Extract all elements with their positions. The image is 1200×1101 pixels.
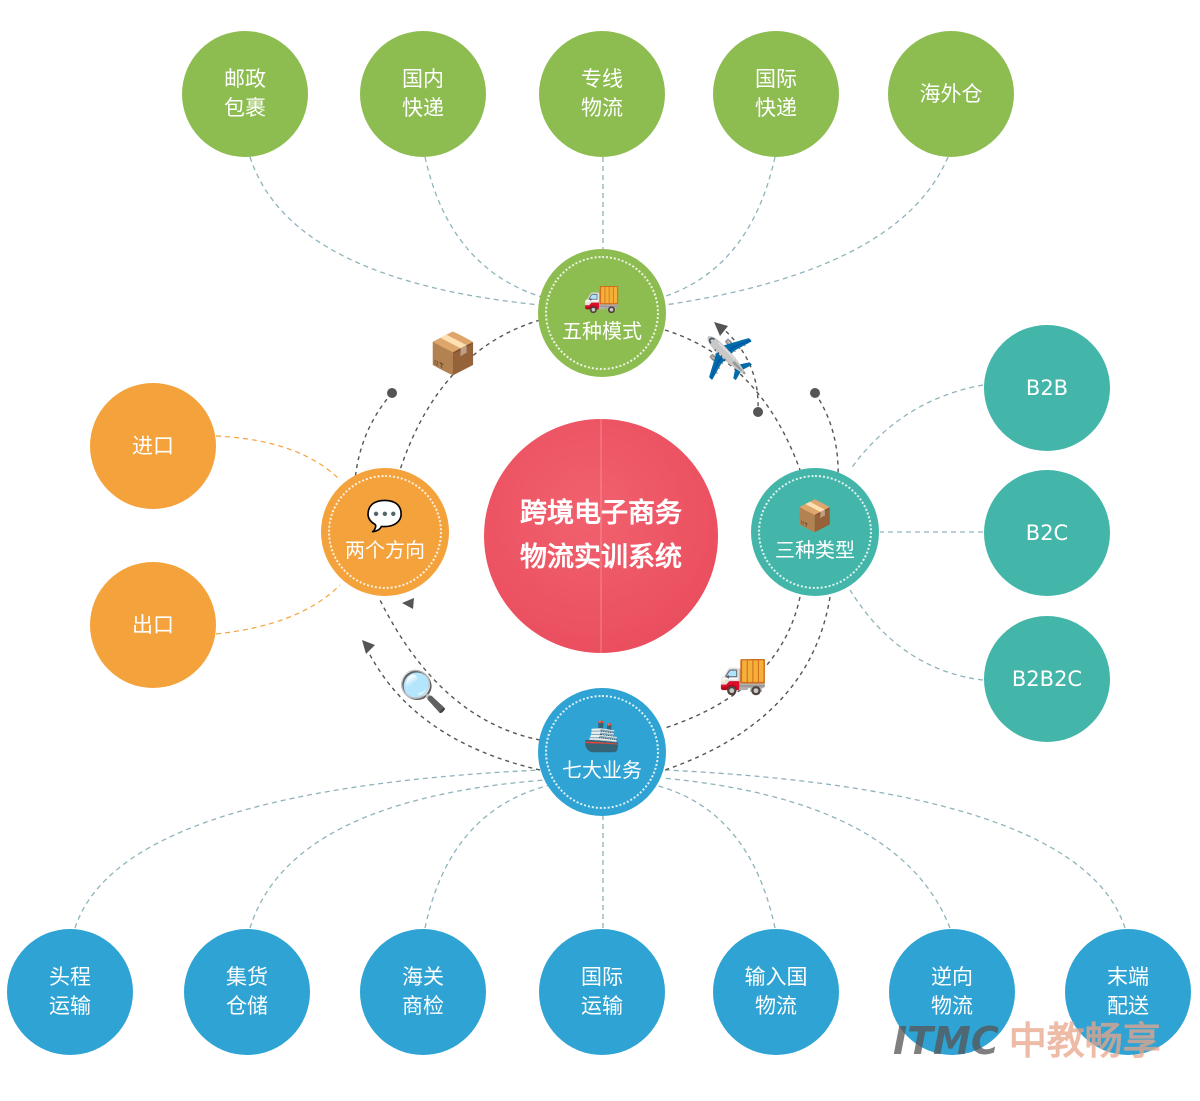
mode-node[interactable]: 海外仓: [888, 31, 1014, 157]
hub-label: 七大业务: [562, 757, 642, 782]
watermark-cjk: 中教畅享: [1008, 1019, 1161, 1063]
mode-node[interactable]: 专线 物流: [539, 31, 665, 157]
delivery-truck-icon: 🚚: [718, 651, 768, 697]
hub-label: 五种模式: [562, 318, 642, 343]
type-node[interactable]: B2B2C: [984, 616, 1110, 742]
business-node[interactable]: 集货 仓储: [184, 929, 310, 1055]
hub-seven-business[interactable]: 🚢 七大业务: [538, 688, 666, 816]
direction-node[interactable]: 进口: [90, 383, 216, 509]
truck-icon: 🚚: [583, 279, 621, 315]
type-node[interactable]: B2B: [984, 325, 1110, 451]
chat-icon: 💬: [366, 498, 404, 534]
center-title-line2: 物流实训系统: [520, 542, 682, 573]
type-node[interactable]: B2C: [984, 470, 1110, 596]
mode-node[interactable]: 国内 快递: [360, 31, 486, 157]
business-node[interactable]: 逆向 物流: [889, 929, 1015, 1055]
watermark-latin: ITMC: [893, 1019, 999, 1063]
airplane-icon: ✈️: [705, 336, 755, 382]
business-node[interactable]: 国际 运输: [539, 929, 665, 1055]
hub-label: 两个方向: [345, 537, 425, 562]
business-node[interactable]: 输入国 物流: [713, 929, 839, 1055]
hub-label: 三种类型: [775, 537, 855, 562]
center-globe: 跨境电子商务 物流实训系统: [484, 419, 718, 653]
hub-three-types[interactable]: 📦 三种类型: [751, 468, 879, 596]
direction-node[interactable]: 出口: [90, 562, 216, 688]
globe-box-icon: 📦: [428, 331, 478, 377]
box-icon: 📦: [796, 498, 834, 534]
mode-node[interactable]: 国际 快递: [713, 31, 839, 157]
business-node[interactable]: 末端 配送: [1065, 929, 1191, 1055]
barcode-search-icon: 🔍: [398, 669, 448, 715]
ship-icon: 🚢: [583, 718, 621, 754]
business-node[interactable]: 头程 运输: [7, 929, 133, 1055]
hub-five-modes[interactable]: 🚚 五种模式: [538, 249, 666, 377]
center-title-line1: 跨境电子商务: [520, 498, 682, 529]
mode-node[interactable]: 邮政 包裹: [182, 31, 308, 157]
business-node[interactable]: 海关 商检: [360, 929, 486, 1055]
hub-two-directions[interactable]: 💬 两个方向: [321, 468, 449, 596]
